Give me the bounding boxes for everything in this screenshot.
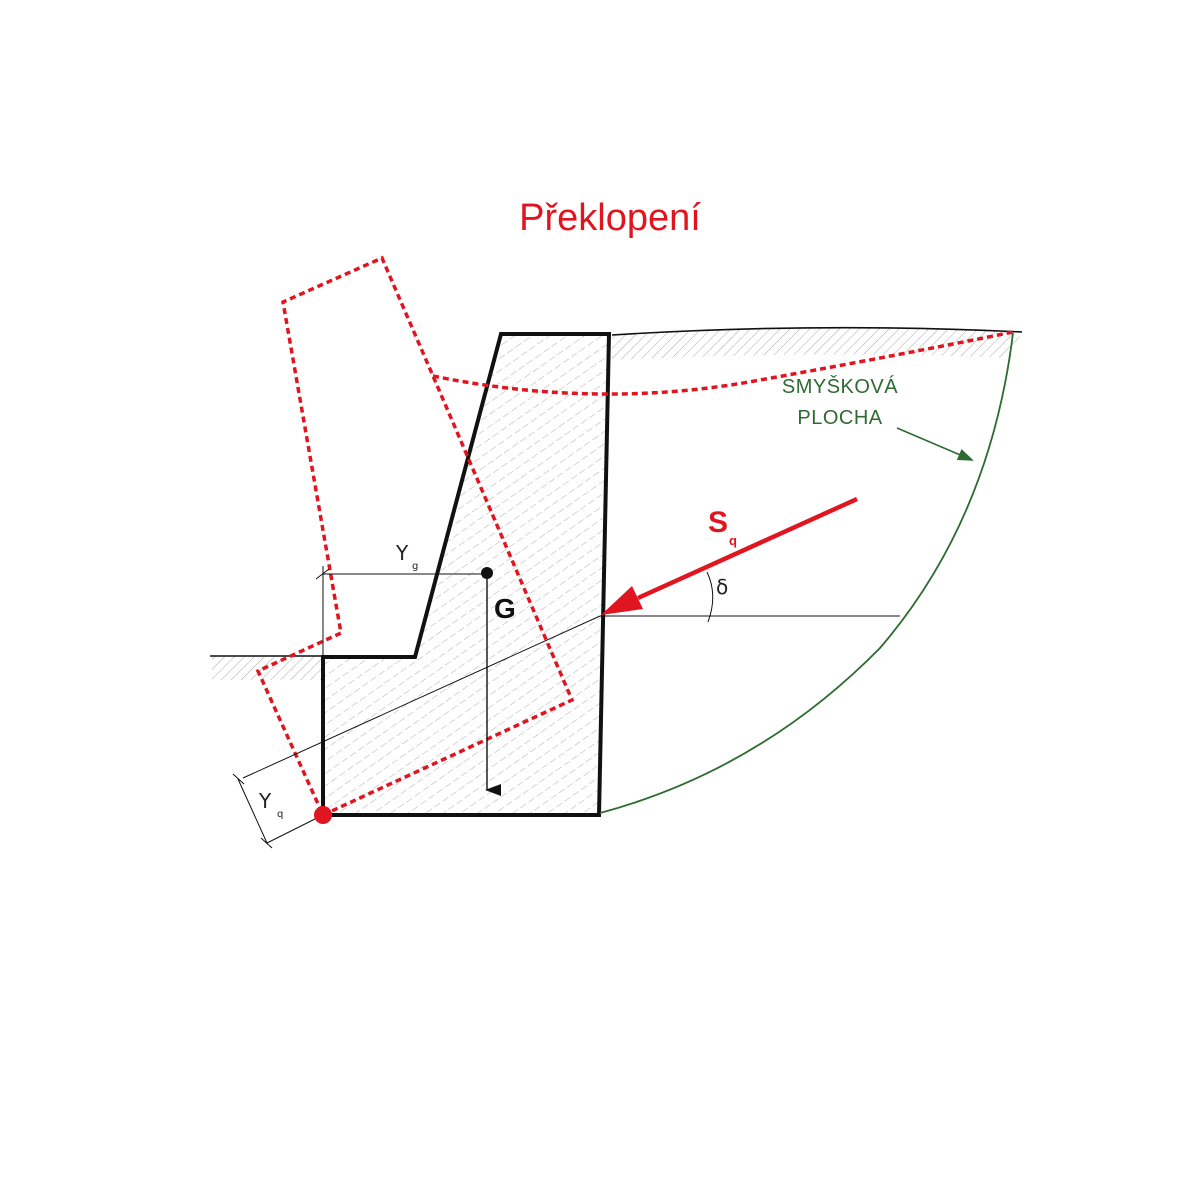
earth-pressure-subscript: q xyxy=(729,533,737,548)
angle-arc xyxy=(706,571,714,623)
slip-surface-curve xyxy=(599,332,1014,814)
arm-q-subscript: q xyxy=(277,809,283,820)
slip-surface-pointer xyxy=(896,427,974,461)
arm-q-dimension xyxy=(232,773,324,849)
angle-symbol: δ xyxy=(716,575,728,599)
pivot-point xyxy=(314,806,332,824)
weight-symbol: G xyxy=(494,593,516,624)
title: Překlopení xyxy=(519,197,701,239)
slip-surface-label-line1: SMYŠKOVÁ xyxy=(782,375,898,398)
arm-g-subscript: g xyxy=(412,561,418,572)
arm-q-symbol: Y xyxy=(258,789,272,813)
slip-surface-label-line2: PLOCHA xyxy=(797,407,882,429)
earth-pressure-arrow xyxy=(601,496,858,615)
arm-g-symbol: Y xyxy=(395,541,409,565)
rotated-wall-outline xyxy=(255,255,575,818)
rotated-ground-line xyxy=(432,330,1014,396)
line-of-action xyxy=(242,615,601,779)
earth-pressure-symbol: S xyxy=(708,506,728,539)
arm-g-dimension xyxy=(315,566,487,657)
